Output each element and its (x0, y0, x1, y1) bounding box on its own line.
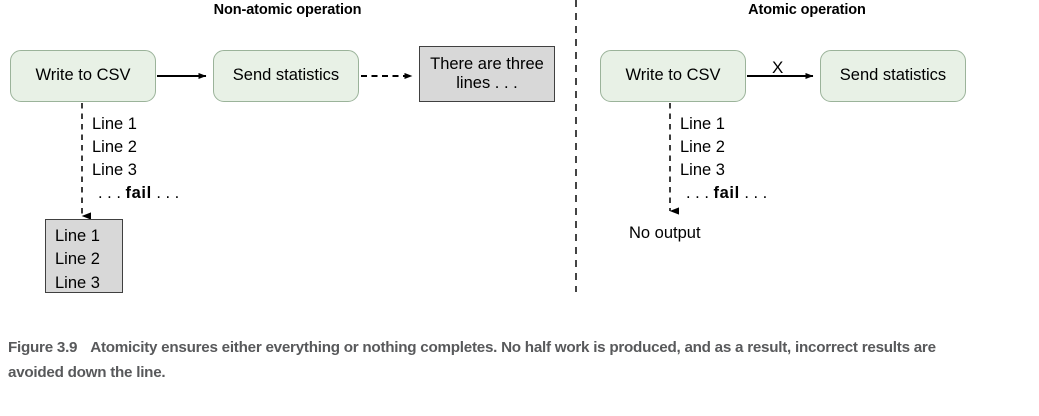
fail-suffix-dots: . . . (151, 184, 180, 203)
partial-output-line: Line 2 (55, 250, 100, 269)
figure-caption-number: Figure 3.9 (8, 339, 78, 356)
node-partial-output-lines: Line 1 Line 2 Line 3 (45, 219, 123, 293)
trace-line: Line 3 (680, 161, 725, 180)
diagram-connectors-layer (81, 0, 814, 292)
trace-line: Line 1 (680, 115, 725, 133)
partial-output-line: Line 3 (55, 273, 100, 292)
trace-line: Line 1 (92, 115, 137, 133)
trace-fail-marker: . . . fail . . . (92, 182, 179, 205)
fail-word: fail (713, 184, 740, 203)
fail-suffix-dots: . . . (739, 184, 768, 203)
trace-annotation-left: Line 1 Line 2 Line 3 . . . fail . . . (92, 113, 179, 205)
node-send-statistics-right: Send statistics (820, 50, 966, 102)
partial-output-line: Line 1 (55, 227, 100, 245)
trace-line: Line 3 (92, 161, 137, 180)
fail-word: fail (125, 184, 152, 203)
node-send-statistics-left: Send statistics (213, 50, 359, 102)
fail-prefix-dots: . . . (98, 184, 126, 203)
node-write-to-csv-left: Write to CSV (10, 50, 156, 102)
partial-output-line-list: Line 1 Line 2 Line 3 (55, 225, 100, 295)
panel-heading-non-atomic: Non-atomic operation (213, 2, 362, 18)
node-report-there-are-three-lines: There are three lines . . . (419, 46, 555, 102)
fail-prefix-dots: . . . (686, 184, 714, 203)
node-write-to-csv-right: Write to CSV (600, 50, 746, 102)
trace-line: Line 2 (92, 138, 137, 157)
trace-line: Line 2 (680, 138, 725, 157)
blocked-x-icon: X (772, 58, 784, 77)
figure-caption-text: Atomicity ensures either everything or n… (8, 339, 936, 381)
trace-fail-marker: . . . fail . . . (680, 182, 767, 205)
panel-heading-atomic: Atomic operation (748, 2, 866, 18)
label-no-output: No output (629, 224, 701, 242)
trace-annotation-right: Line 1 Line 2 Line 3 . . . fail . . . (680, 113, 767, 205)
